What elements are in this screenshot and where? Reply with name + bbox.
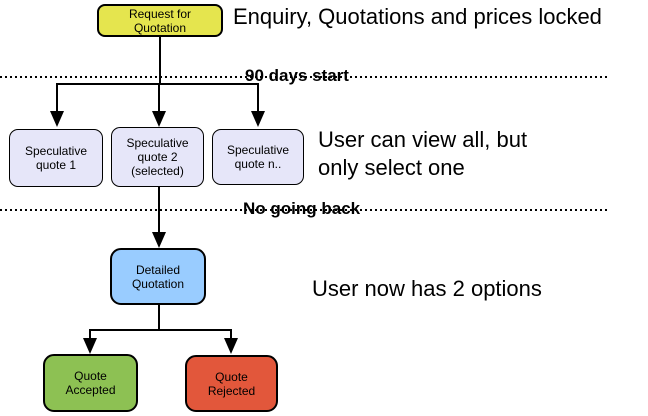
- arrowhead-down-icon: [50, 111, 64, 127]
- node-request-for-quotation: Request for Quotation: [97, 4, 223, 37]
- arrowhead-down-icon: [83, 338, 97, 354]
- phase-label-no-going-back: No going back: [243, 199, 361, 218]
- arrowhead-down-icon: [224, 338, 238, 354]
- arrowhead-down-icon: [152, 111, 166, 127]
- node-quote-accepted: Quote Accepted: [43, 354, 138, 412]
- annotation-two-options: User now has 2 options: [312, 276, 542, 301]
- connector-drop-2: [158, 83, 160, 112]
- connector-drop-3: [257, 83, 259, 112]
- connector-branch-top: [56, 83, 259, 85]
- annotation-enquiry-locked: Enquiry, Quotations and prices locked: [233, 4, 602, 29]
- node-speculative-quote-n: Speculative quote n..: [212, 129, 304, 185]
- node-quote-rejected: Quote Rejected: [185, 355, 278, 412]
- node-detailed-quotation: Detailed Quotation: [110, 248, 206, 305]
- connector-drop-5: [230, 329, 232, 339]
- connector-stem-low: [158, 305, 160, 331]
- node-speculative-quote-1: Speculative quote 1: [9, 129, 103, 187]
- arrowhead-down-icon: [152, 232, 166, 248]
- connector-drop-1: [56, 83, 58, 112]
- connector-branch-bottom: [89, 329, 232, 331]
- arrowhead-down-icon: [251, 111, 265, 127]
- node-speculative-quote-2: Speculative quote 2 (selected): [111, 127, 204, 187]
- phase-divider-line-2: [0, 209, 608, 211]
- connector-stem-top: [159, 37, 161, 84]
- phase-divider-line-1: [0, 76, 608, 78]
- connector-drop-4: [89, 329, 91, 339]
- annotation-view-all: User can view all, but only select one: [318, 127, 528, 180]
- phase-label-90-days-start: 90 days start: [245, 66, 349, 85]
